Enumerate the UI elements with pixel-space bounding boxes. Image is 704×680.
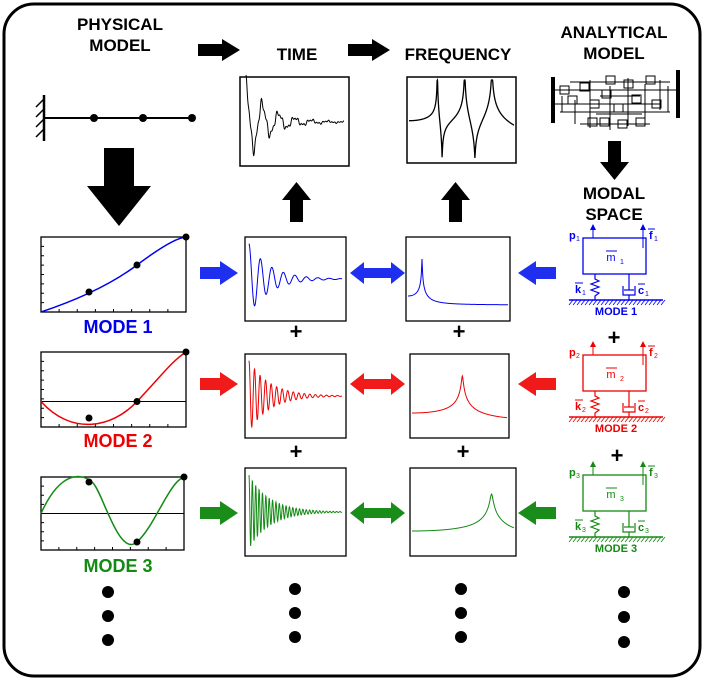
spring-icon bbox=[589, 511, 601, 537]
header-physical-model-line2: MODEL bbox=[89, 36, 150, 55]
header-analytical-model-line2: MODEL bbox=[583, 44, 644, 63]
mode-label: MODE 1 bbox=[83, 317, 152, 337]
force-subscript: 3 bbox=[654, 473, 658, 480]
arrow-left-icon bbox=[518, 501, 556, 525]
damper-label: c bbox=[638, 522, 644, 534]
arrow-up-icon bbox=[441, 182, 470, 222]
mode-shape-plot bbox=[40, 236, 187, 313]
frequency-response-plot bbox=[409, 467, 517, 557]
spring-label: k bbox=[575, 401, 582, 413]
ellipsis-dots bbox=[102, 583, 630, 648]
mass-subscript: 1 bbox=[620, 259, 624, 266]
damper-label: c bbox=[638, 402, 644, 414]
displacement-label: p bbox=[569, 467, 576, 479]
frequency-total-curve bbox=[409, 77, 515, 159]
time-response-curve bbox=[248, 360, 343, 429]
frequency-response-curve bbox=[412, 493, 515, 532]
damper-subscript: 1 bbox=[645, 291, 649, 298]
damper-subscript: 2 bbox=[645, 408, 649, 415]
frequency-response-curve bbox=[408, 259, 508, 306]
damper-subscript: 3 bbox=[645, 528, 649, 535]
sdof-caption: MODE 1 bbox=[595, 306, 637, 318]
arrow-right-icon bbox=[198, 39, 240, 61]
arrow-right-icon bbox=[200, 261, 238, 285]
displacement-label: p bbox=[569, 230, 576, 242]
time-total-plot bbox=[239, 76, 350, 167]
frequency-response-plot bbox=[405, 236, 511, 322]
spring-icon bbox=[589, 391, 601, 417]
big-down-arrow-icon bbox=[87, 148, 151, 226]
arrow-left-icon bbox=[518, 261, 556, 285]
spring-label: k bbox=[575, 284, 582, 296]
arrow-right-icon bbox=[200, 501, 238, 525]
mass-label: m bbox=[606, 252, 615, 264]
arrow-left-icon bbox=[518, 372, 556, 396]
frequency-response-curve bbox=[412, 374, 508, 419]
force-label: f bbox=[649, 347, 653, 359]
spring-subscript: 1 bbox=[582, 290, 586, 297]
time-response-plot bbox=[244, 236, 347, 322]
spring-subscript: 3 bbox=[582, 527, 586, 534]
header-modal-space-line1: MODAL bbox=[583, 184, 645, 203]
frequency-total-plot bbox=[406, 76, 517, 164]
displacement-subscript: 2 bbox=[576, 353, 580, 360]
frequency-response-plot bbox=[409, 353, 510, 439]
displacement-subscript: 1 bbox=[576, 236, 580, 243]
time-response-curve bbox=[248, 243, 343, 307]
arrow-bidirectional-icon bbox=[350, 502, 405, 524]
cantilever-beam-icon bbox=[35, 95, 196, 141]
spring-icon bbox=[589, 274, 601, 300]
header-frequency: FREQUENCY bbox=[405, 45, 512, 64]
plus-sign: + bbox=[611, 443, 624, 468]
time-response-curve bbox=[248, 475, 343, 547]
analytical-model-schematic-icon bbox=[551, 70, 680, 130]
plus-sign: + bbox=[608, 325, 621, 350]
mode-shape-curve bbox=[40, 351, 187, 426]
mode-shape-curve bbox=[40, 475, 185, 546]
sdof-caption: MODE 2 bbox=[595, 423, 637, 435]
mass-subscript: 3 bbox=[620, 496, 624, 503]
mode-label: MODE 3 bbox=[83, 556, 152, 576]
mode-shape-curve bbox=[40, 236, 187, 313]
mass-label: m bbox=[606, 489, 615, 501]
plus-sign: + bbox=[457, 439, 470, 464]
arrow-right-icon bbox=[348, 39, 390, 61]
header-physical-model-line1: PHYSICAL bbox=[77, 15, 163, 34]
plus-sign: + bbox=[453, 319, 466, 344]
arrow-down-icon bbox=[600, 141, 629, 180]
mode-label: MODE 2 bbox=[83, 431, 152, 451]
force-label: f bbox=[649, 467, 653, 479]
force-subscript: 1 bbox=[654, 236, 658, 243]
mode-shape-plot bbox=[40, 351, 187, 428]
damper-label: c bbox=[638, 285, 644, 297]
sdof-caption: MODE 3 bbox=[595, 543, 637, 555]
arrow-bidirectional-icon bbox=[350, 262, 405, 284]
force-subscript: 2 bbox=[654, 353, 658, 360]
time-total-curve bbox=[245, 74, 345, 157]
arrow-right-icon bbox=[200, 372, 238, 396]
arrow-up-icon bbox=[282, 182, 311, 222]
displacement-subscript: 3 bbox=[576, 473, 580, 480]
mass-label: m bbox=[606, 369, 615, 381]
plus-sign: + bbox=[290, 439, 303, 464]
header-modal-space-line2: SPACE bbox=[585, 205, 642, 224]
header-time: TIME bbox=[277, 45, 318, 64]
displacement-label: p bbox=[569, 347, 576, 359]
arrow-bidirectional-icon bbox=[350, 373, 405, 395]
spring-subscript: 2 bbox=[582, 407, 586, 414]
force-label: f bbox=[649, 230, 653, 242]
spring-label: k bbox=[575, 521, 582, 533]
mass-subscript: 2 bbox=[620, 376, 624, 383]
plus-sign: + bbox=[290, 319, 303, 344]
header-analytical-model-line1: ANALYTICAL bbox=[560, 23, 667, 42]
